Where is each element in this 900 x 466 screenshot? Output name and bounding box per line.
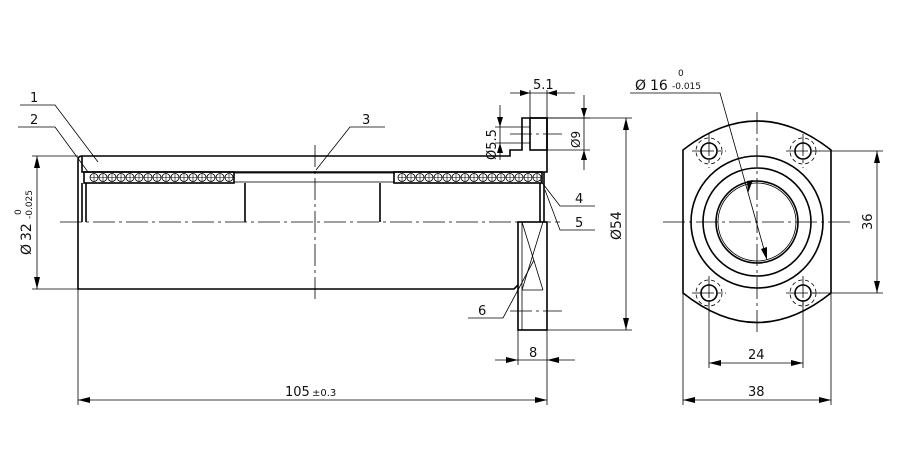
balloon-1: 1	[30, 91, 38, 106]
balls	[89, 173, 542, 182]
od-lower-tol: -0.025	[25, 190, 35, 219]
bore-diameter-symbol: Ø	[635, 78, 646, 94]
dimension-hole-spacing-horizontal: 24	[708, 300, 804, 368]
vertical-spacing-value: 36	[861, 213, 876, 230]
dimension-outer-diameter: Ø 32 0 -0.025	[14, 155, 78, 290]
hole-diameter-value: Ø5.5	[485, 129, 500, 160]
flange-diameter-value: Ø54	[609, 211, 625, 240]
dimension-hole-diameter: Ø5.5	[485, 105, 530, 160]
diameter-symbol: Ø	[19, 244, 35, 255]
side-section-view	[60, 117, 562, 331]
ball-row-right	[393, 171, 543, 184]
balloons: 1 2 3 4 5 6	[18, 91, 595, 319]
front-view	[663, 112, 851, 332]
counterbore-diameter-value: Ø9	[569, 131, 583, 148]
balloon-4: 4	[575, 192, 583, 207]
dimension-flange-thickness: 8	[495, 330, 575, 365]
od-upper-tol: 0	[14, 209, 24, 215]
length-value: 105	[285, 385, 310, 400]
length-tol: ±0.3	[312, 388, 336, 399]
dimension-flange-width: 38	[682, 293, 832, 405]
dimension-hole-spacing-vertical: 36	[812, 150, 883, 294]
balloon-3: 3	[362, 113, 370, 128]
od-value: 32	[19, 223, 35, 241]
housing-section	[81, 117, 548, 173]
bore-upper-tol: 0	[678, 69, 684, 79]
balloon-6: 6	[478, 304, 486, 319]
bore-lower-tol: -0.015	[672, 82, 701, 92]
balloon-2: 2	[30, 113, 38, 128]
dimension-counterbore-depth: 5.1	[510, 78, 575, 118]
dimension-counterbore-diameter: Ø9	[547, 95, 590, 170]
flange-width-value: 38	[748, 385, 765, 400]
retainer-center	[233, 172, 395, 183]
bore-value: 16	[650, 78, 668, 94]
dimension-bore-diameter: Ø 16 0 -0.015	[630, 69, 768, 261]
horizontal-spacing-value: 24	[748, 348, 765, 363]
balloon-5: 5	[575, 216, 583, 231]
counterbore-depth-value: 5.1	[533, 78, 554, 93]
flange-thickness-value: 8	[529, 346, 537, 361]
dimension-overall-length: 105 ±0.3	[77, 289, 548, 405]
